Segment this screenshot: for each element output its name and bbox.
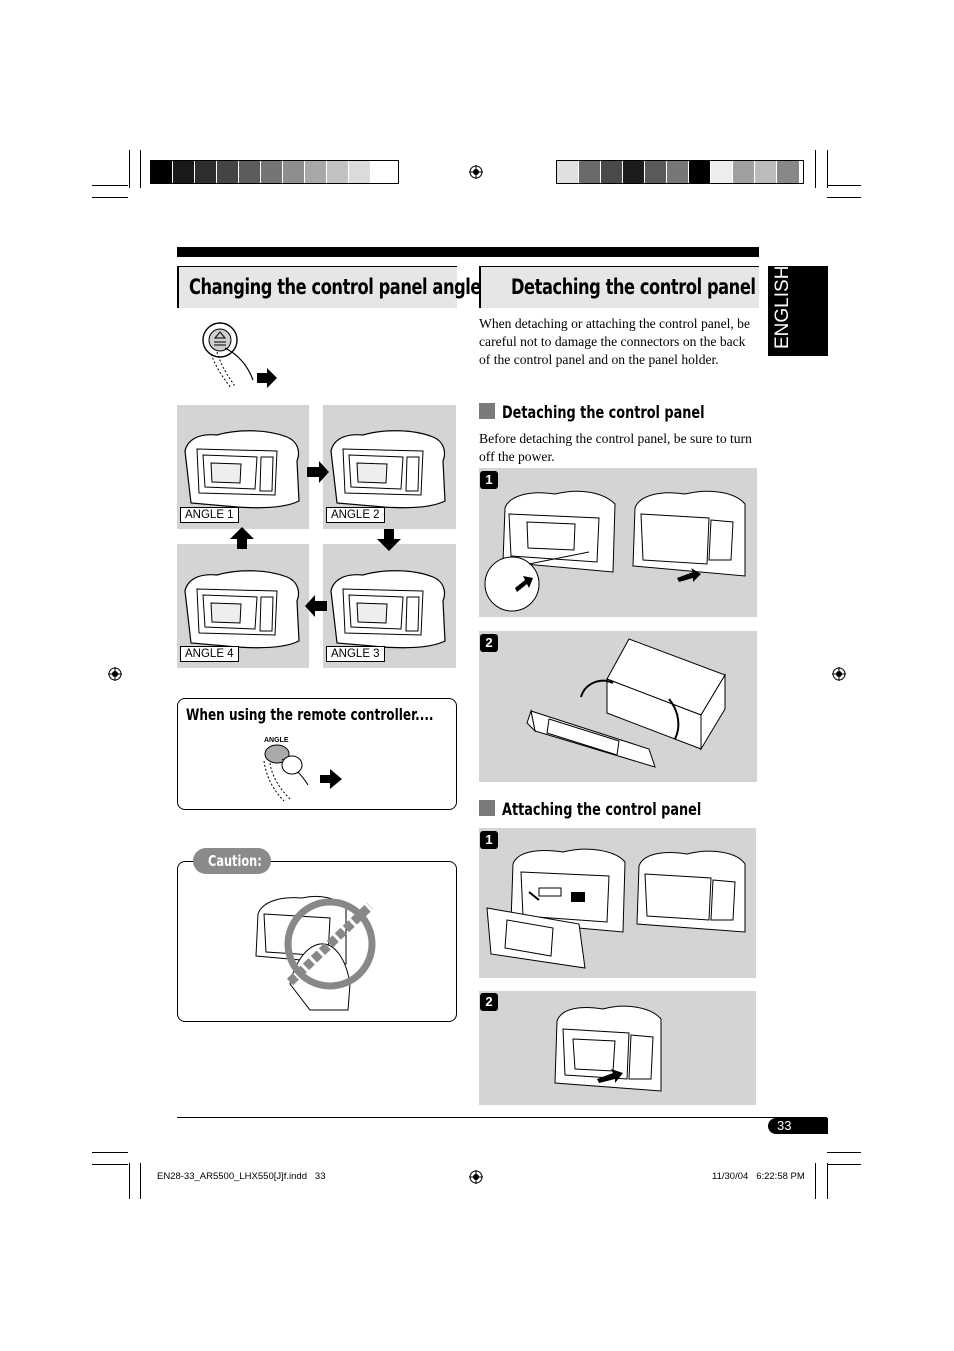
gray-color-bar-right	[556, 160, 804, 184]
detach-step-1-number: 1	[480, 471, 498, 489]
language-tab-label: ENGLISH	[772, 265, 793, 349]
caution-box	[177, 861, 457, 1022]
detach-note: Before detaching the control panel, be s…	[479, 431, 752, 464]
registration-mark-icon	[832, 667, 846, 681]
remote-angle-button-label: ANGLE	[264, 737, 289, 744]
angle-1-label: ANGLE 1	[180, 507, 239, 523]
footer-file-info: EN28-33_AR5500_LHX550[J]f.indd 33	[157, 1171, 326, 1182]
bottom-rule	[177, 1117, 827, 1118]
registration-mark-icon	[469, 1170, 483, 1184]
detach-step-2-number: 2	[480, 634, 498, 652]
intro-paragraph: When detaching or attaching the control …	[479, 316, 751, 367]
remote-title: When using the remote controller....	[186, 705, 434, 724]
remote-press-illustration	[263, 744, 342, 802]
gray-color-bar-left	[150, 160, 399, 184]
page-number: 33	[777, 1118, 792, 1133]
detach-step-1-illustration	[484, 490, 746, 612]
angle-3-label: ANGLE 3	[326, 646, 385, 662]
caution-badge: Caution:	[193, 848, 271, 874]
top-rule	[177, 247, 759, 257]
footer-timestamp: 11/30/04 6:22:58 PM	[712, 1171, 805, 1182]
angle-illustrations	[184, 430, 446, 649]
language-tab: ENGLISH	[768, 266, 828, 356]
attach-step-1-number: 1	[480, 831, 498, 849]
angle-4-label: ANGLE 4	[180, 646, 239, 662]
left-heading-text: Changing the control panel angle	[189, 275, 482, 299]
page-number-tab: 33	[768, 1118, 828, 1134]
attach-step-1-illustration	[486, 848, 746, 969]
attach-subheading: Attaching the control panel	[479, 800, 759, 822]
caution-illustration	[255, 895, 376, 1011]
right-heading-text: Detaching the control panel	[511, 275, 756, 299]
square-bullet-icon	[479, 403, 495, 419]
attach-step-2-number: 2	[480, 993, 498, 1011]
attach-step-2-illustration	[554, 1005, 662, 1092]
attach-subhead-text: Attaching the control panel	[502, 800, 702, 820]
press-button-illustration	[202, 322, 277, 389]
left-section-heading: Changing the control panel angle	[177, 266, 481, 308]
caution-label: Caution:	[208, 852, 262, 870]
detach-subheading: Detaching the control panel	[479, 403, 759, 425]
registration-mark-icon	[108, 667, 122, 681]
angle-2-label: ANGLE 2	[326, 507, 385, 523]
right-section-heading: Detaching the control panel	[479, 266, 759, 308]
detach-subhead-text: Detaching the control panel	[502, 403, 705, 423]
remote-controller-box: When using the remote controller.... ANG…	[177, 698, 457, 810]
registration-mark-icon	[469, 165, 483, 179]
square-bullet-icon	[479, 800, 495, 816]
detach-step-2-illustration	[526, 638, 726, 768]
